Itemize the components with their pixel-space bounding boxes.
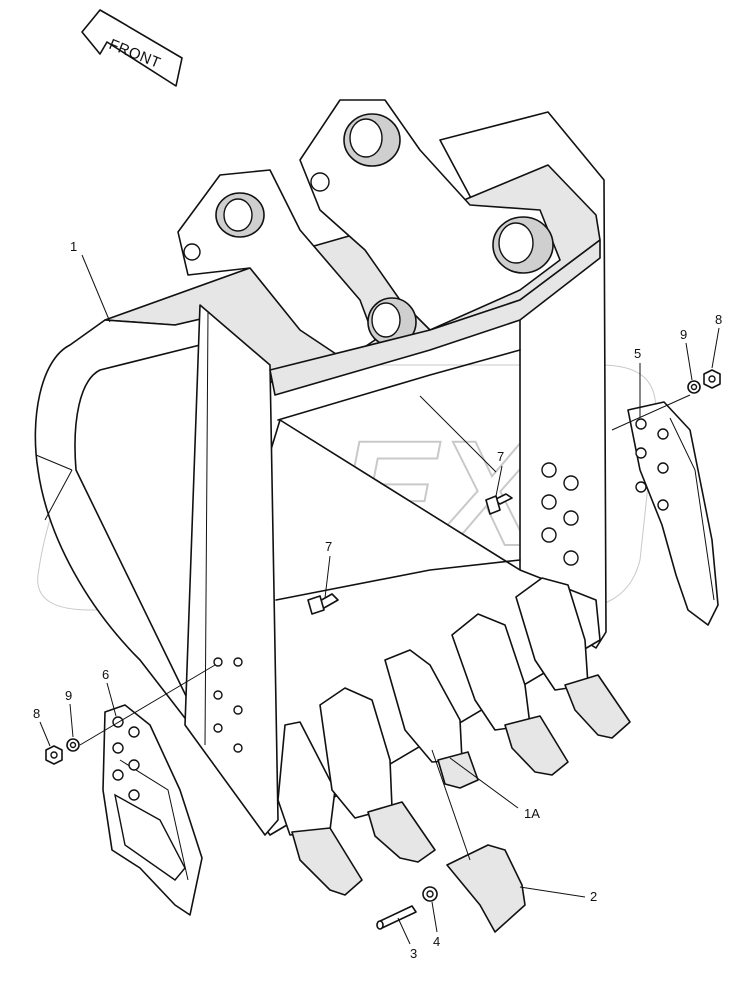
tooth-3 <box>384 649 479 789</box>
lock-washer <box>422 886 438 902</box>
callout-8-left: 8 <box>33 706 40 721</box>
tooth-4 <box>451 613 569 776</box>
bucket-left-side-inner <box>74 344 201 701</box>
callout-2: 2 <box>590 889 597 904</box>
right-side-cutter <box>627 401 719 626</box>
tooth-2 <box>319 687 436 863</box>
callout-6: 6 <box>102 667 109 682</box>
leader-lines <box>39 254 720 945</box>
cross-tube <box>269 239 601 396</box>
bucket-front-left-plate <box>184 304 279 836</box>
callout-8-right: 8 <box>715 312 722 327</box>
bolt-left <box>307 593 339 615</box>
callout-4: 4 <box>433 934 440 949</box>
left-plate-holes <box>213 657 243 753</box>
mounting-brackets <box>177 99 601 396</box>
callout-1: 1 <box>70 239 77 254</box>
callout-5: 5 <box>634 346 641 361</box>
callout-9-right: 9 <box>680 327 687 342</box>
callout-1a: 1A <box>524 806 540 821</box>
nut-right <box>703 369 721 389</box>
bolt-right <box>485 493 513 515</box>
tooth-point-part <box>446 844 526 933</box>
teeth-row <box>277 577 631 896</box>
front-arrow-icon <box>81 9 183 87</box>
callout-9-left: 9 <box>65 688 72 703</box>
callout-7-right: 7 <box>497 449 504 464</box>
front-arrow: FRONT <box>81 9 183 87</box>
lock-pin <box>376 905 417 930</box>
tooth-5 <box>515 577 631 739</box>
washer-right <box>687 380 701 394</box>
left-side-cutter <box>102 704 203 916</box>
nut-left <box>45 745 63 765</box>
callout-3: 3 <box>410 946 417 961</box>
callout-7-left: 7 <box>325 539 332 554</box>
right-plate-holes <box>541 462 579 566</box>
washer-left <box>66 738 80 752</box>
tooth-1 <box>277 721 363 896</box>
callout-labels: 1 1A 2 3 4 5 6 7 7 8 8 9 9 <box>33 239 722 961</box>
